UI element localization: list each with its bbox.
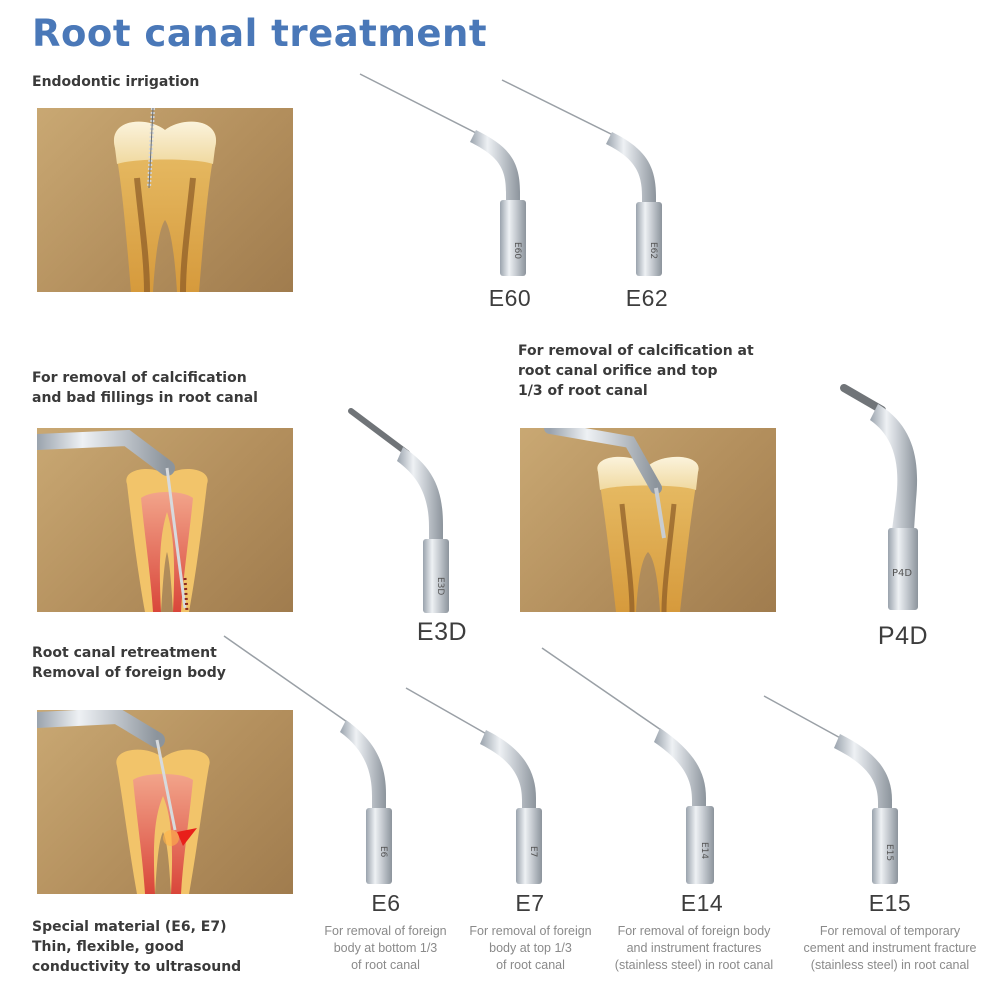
tip-e3d: E3D xyxy=(345,405,475,615)
tip-e6-engraving: E6 xyxy=(378,846,388,858)
tip-e60-engraving: E60 xyxy=(512,242,522,259)
special-label-line: Thin, flexible, good xyxy=(32,939,184,955)
tip-p4d-engraving: P4D xyxy=(892,568,912,579)
tip-e15-code: E15 xyxy=(868,890,912,916)
tip-e3d-code: E3D xyxy=(416,618,468,646)
tip-e14-description: For removal of foreign body and instrume… xyxy=(603,923,785,974)
orifice-label-line: 1/3 of root canal xyxy=(518,383,648,399)
tip-e6-desc-line: of root canal xyxy=(351,958,420,972)
tip-e7-desc-line: body at top 1/3 xyxy=(489,941,572,955)
tip-e6-desc-line: For removal of foreign xyxy=(324,924,447,938)
orifice-label-line: For removal of calcification at xyxy=(518,343,754,359)
retreatment-label: Root canal retreatment Removal of foreig… xyxy=(32,643,226,683)
retreatment-label-line: Root canal retreatment xyxy=(32,645,217,661)
tip-e3d-engraving: E3D xyxy=(435,577,445,595)
calcification-label-line: and bad fillings in root canal xyxy=(32,390,258,406)
tip-e6-desc-line: body at bottom 1/3 xyxy=(333,941,438,955)
tip-e14-engraving: E14 xyxy=(699,842,709,859)
tip-p4d: P4D xyxy=(838,380,938,612)
special-material-label: Special material (E6, E7) Thin, flexible… xyxy=(32,917,241,977)
tip-e6: E6 xyxy=(222,634,402,884)
tip-e62: E62 xyxy=(500,78,680,276)
calcification-photo xyxy=(37,428,293,612)
tip-e14-desc-line: For removal of foreign body xyxy=(617,924,771,938)
tip-e7: E7 xyxy=(404,686,554,884)
tip-e15-desc-line: For removal of temporary xyxy=(819,924,961,938)
irrigation-label: Endodontic irrigation xyxy=(32,74,200,90)
tip-e14: E14 xyxy=(540,646,720,884)
tip-e6-code: E6 xyxy=(371,890,401,916)
calcification-label: For removal of calcification and bad fil… xyxy=(32,368,258,408)
orifice-photo xyxy=(520,428,776,612)
retreatment-label-line: Removal of foreign body xyxy=(32,665,226,681)
orifice-label: For removal of calcification at root can… xyxy=(518,341,754,401)
tip-e7-engraving: E7 xyxy=(528,846,538,857)
tip-e60-code: E60 xyxy=(488,285,532,311)
tip-e7-desc-line: For removal of foreign xyxy=(469,924,592,938)
tip-e60: E60 xyxy=(358,72,538,277)
special-label-line: conductivity to ultrasound xyxy=(32,959,242,975)
tip-e15-desc-line: (stainless steel) in root canal xyxy=(810,958,970,972)
tip-e14-desc-line: and instrument fractures xyxy=(626,941,762,955)
special-label-line: Special material (E6, E7) xyxy=(32,919,227,935)
tip-e14-code: E14 xyxy=(680,890,724,916)
retreatment-photo xyxy=(37,710,293,894)
tip-e6-description: For removal of foreign body at bottom 1/… xyxy=(303,923,468,974)
tip-e7-description: For removal of foreign body at top 1/3 o… xyxy=(458,923,603,974)
tip-e15-engraving: E15 xyxy=(884,844,894,861)
tip-e15-desc-line: cement and instrument fracture xyxy=(803,941,977,955)
tip-e15-description: For removal of temporary cement and inst… xyxy=(789,923,991,974)
tip-e62-code: E62 xyxy=(625,285,669,311)
tip-e7-desc-line: of root canal xyxy=(496,958,565,972)
tip-p4d-code: P4D xyxy=(877,622,929,650)
tip-e15: E15 xyxy=(762,694,912,884)
tip-e7-code: E7 xyxy=(515,890,545,916)
page-title: Root canal treatment xyxy=(32,12,488,55)
calcification-label-line: For removal of calcification xyxy=(32,370,247,386)
irrigation-photo xyxy=(37,108,293,292)
tip-e14-desc-line: (stainless steel) in root canal xyxy=(614,958,774,972)
orifice-label-line: root canal orifice and top xyxy=(518,363,718,379)
tip-e62-engraving: E62 xyxy=(648,242,658,259)
